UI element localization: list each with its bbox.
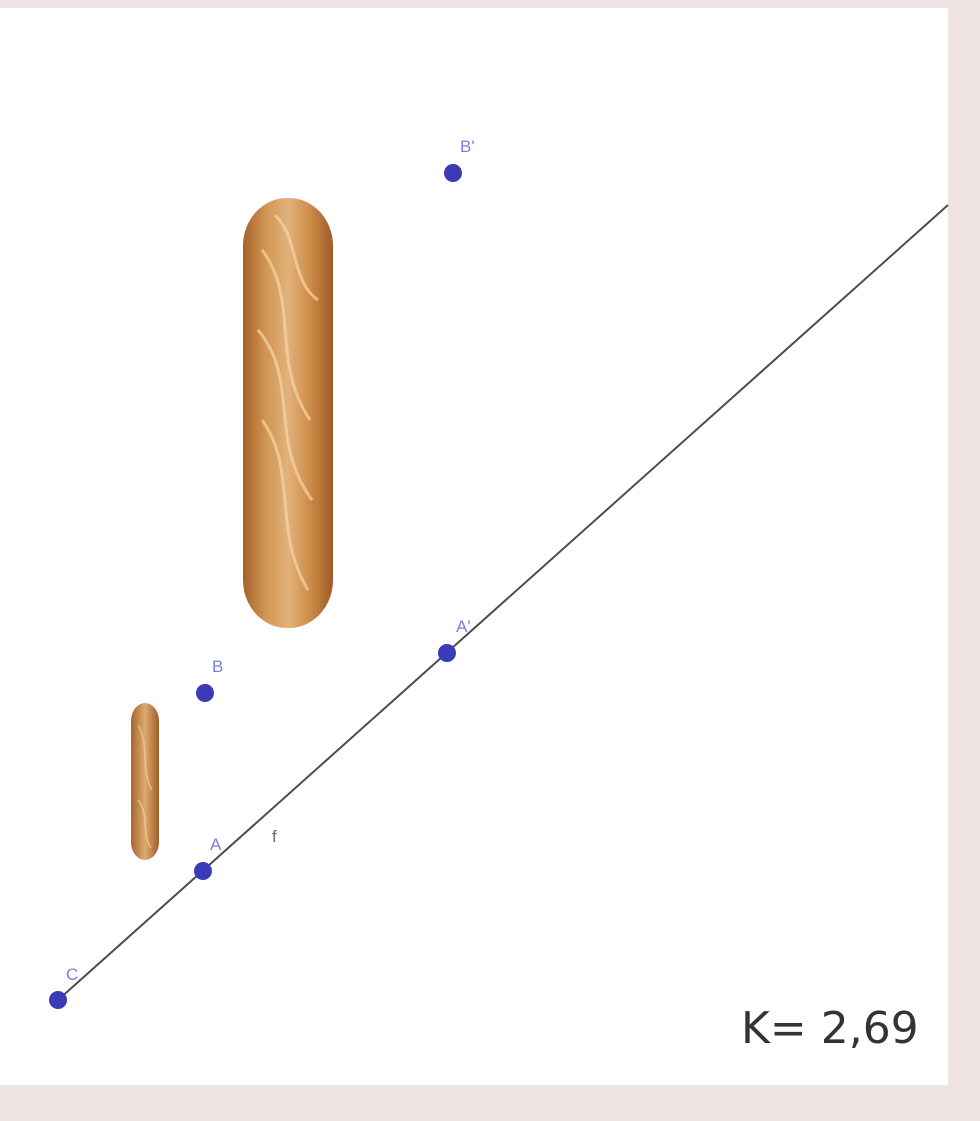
right-frame-strip bbox=[948, 0, 980, 1121]
label-a-prime: A' bbox=[456, 617, 471, 636]
label-b: B bbox=[212, 657, 223, 676]
geometry-canvas bbox=[0, 8, 948, 1085]
point-a[interactable] bbox=[194, 862, 212, 880]
small-baguette-image bbox=[131, 703, 159, 860]
ratio-k: K= 2,69 bbox=[741, 1003, 919, 1054]
label-line-f: f bbox=[272, 827, 277, 846]
point-b[interactable] bbox=[196, 684, 214, 702]
large-baguette-image bbox=[243, 198, 333, 628]
bottom-frame-strip bbox=[0, 1085, 948, 1121]
top-frame-strip bbox=[0, 0, 948, 8]
label-a: A bbox=[210, 835, 222, 854]
point-b-prime[interactable] bbox=[444, 164, 462, 182]
point-c[interactable] bbox=[49, 991, 67, 1009]
label-b-prime: B' bbox=[460, 137, 475, 156]
label-c: C bbox=[66, 965, 78, 984]
point-a-prime[interactable] bbox=[438, 644, 456, 662]
line-f bbox=[57, 204, 949, 1001]
